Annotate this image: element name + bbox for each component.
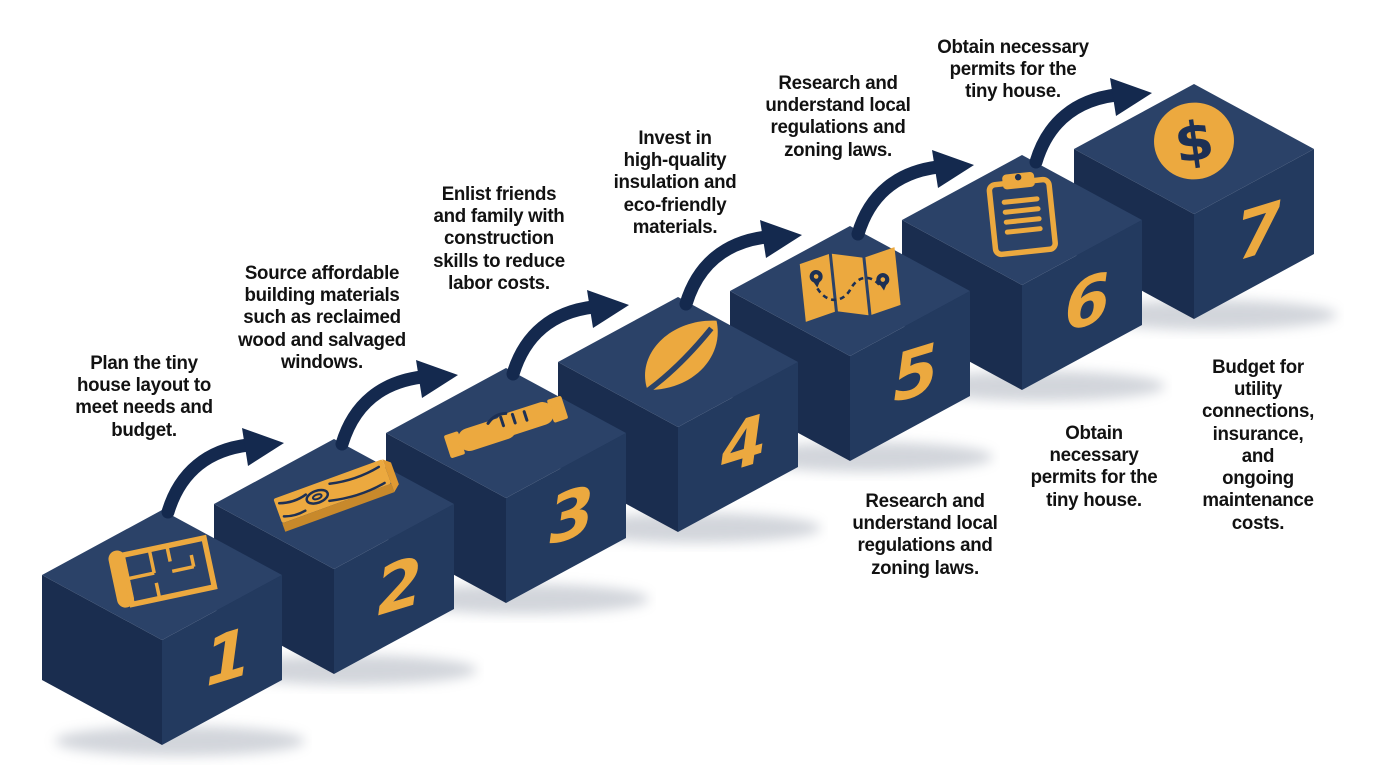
step-cube-7: $ 7	[1074, 84, 1337, 330]
step-cube-5: 5	[730, 226, 993, 472]
leaf-icon	[638, 320, 718, 399]
cube-shadow	[743, 442, 993, 472]
clipboard-icon	[986, 171, 1058, 258]
blueprint-icon	[108, 534, 218, 608]
cube-right-face	[850, 291, 970, 461]
curved-arrow-3	[506, 290, 629, 381]
step-4-label: Invest in high-quality insulation and ec…	[613, 127, 737, 238]
step-1-label: Plan the tiny house layout to meet needs…	[75, 352, 213, 441]
step-cube-1: 1	[42, 510, 305, 756]
step-5-label: Research and understand local regulation…	[765, 72, 911, 161]
dollar-icon: $	[1154, 102, 1234, 180]
svg-text:$: $	[1170, 108, 1217, 175]
cube-shadow	[571, 513, 821, 543]
cube-left-face	[42, 575, 162, 745]
cube-right-face	[1194, 149, 1314, 319]
handshake-icon	[444, 395, 568, 459]
step-6-label-repeat: Obtain necessary permits for the tiny ho…	[1030, 422, 1158, 511]
cube-right-face	[162, 575, 282, 745]
cube-shadow	[399, 584, 649, 614]
cube-right-face	[1022, 220, 1142, 390]
wood-plank-icon	[273, 459, 399, 532]
curved-arrow-1	[161, 428, 284, 519]
cube-shadow	[915, 371, 1165, 401]
curved-arrow-5	[851, 150, 974, 241]
curved-arrow-6	[1029, 78, 1152, 169]
cube-shadow	[1087, 300, 1337, 330]
cube-top-face	[42, 510, 282, 640]
map-icon	[799, 247, 901, 322]
cube-right-face	[334, 504, 454, 674]
step-3-label: Enlist friends and family with construct…	[433, 183, 565, 294]
step-5-label-repeat: Research and understand local regulation…	[852, 490, 998, 579]
curved-arrow-2	[335, 360, 458, 451]
curved-arrow-4	[679, 220, 802, 311]
step-6-label: Obtain necessary permits for the tiny ho…	[937, 36, 1089, 103]
cube-right-face	[678, 362, 798, 532]
cube-shadow	[227, 655, 477, 685]
cube-shadow	[55, 726, 305, 756]
step-2-label: Source affordable building materials suc…	[238, 262, 406, 373]
step-7-label: Budget for utility connections, insuranc…	[1201, 356, 1314, 534]
cube-right-face	[506, 433, 626, 603]
